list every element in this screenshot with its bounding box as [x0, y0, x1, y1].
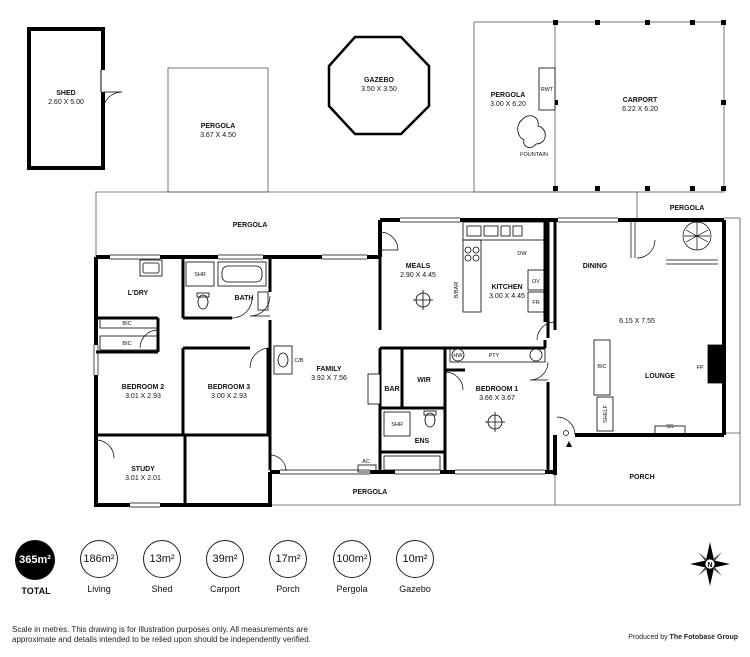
stat-carport-label: Carport	[209, 584, 240, 594]
stat-living: 186m² Living	[80, 540, 118, 594]
ac-label: AC	[362, 459, 370, 465]
pergola-top-right-label: PERGOLA	[491, 92, 526, 99]
bic-label-bed2: BIC	[122, 341, 131, 347]
family-label: FAMILY	[316, 366, 341, 373]
pergola-main-label: PERGOLA	[233, 222, 268, 229]
bbar-label: B/BAR	[454, 282, 460, 299]
porch-label: PORCH	[629, 474, 654, 481]
stat-carport: 39m² Carport	[206, 540, 244, 594]
stat-total: 365m² TOTAL	[15, 540, 57, 596]
rwt-label: RWT	[541, 87, 554, 93]
tree-icon	[682, 221, 712, 251]
shelf-label: SHELF	[603, 404, 609, 422]
meals-label: MEALS	[406, 263, 431, 270]
compass-letter: N	[707, 562, 712, 569]
family-dims: 3.92 X 7.56	[311, 375, 347, 382]
meals-dims: 2.90 X 4.45	[400, 272, 436, 279]
shed-dims: 2.60 X 5.00	[48, 99, 84, 106]
stat-pergola-value: 100m²	[333, 540, 371, 578]
ens-label: ENS	[415, 438, 430, 445]
fixtures	[99, 221, 723, 473]
kitchen-dims: 3.00 X 4.45	[489, 293, 525, 300]
credit-brand: The Fotobase Group	[669, 634, 738, 641]
pty-label: PTY	[489, 353, 500, 359]
stat-gazebo-label: Gazebo	[399, 584, 431, 594]
bedroom3-label: BEDROOM 3	[208, 384, 251, 391]
stat-shed: 13m² Shed	[143, 540, 181, 594]
study-label: STUDY	[131, 466, 155, 473]
laundry-label: L'DRY	[128, 290, 149, 297]
pergola-top-left-label: PERGOLA	[201, 123, 236, 130]
pergola-bottom-label: PERGOLA	[353, 489, 388, 496]
cb-label: C/B	[294, 358, 304, 364]
bic-label-lounge: BIC	[597, 364, 606, 370]
fp-label: FP	[696, 365, 703, 371]
lounge-dims: 6.15 X 7.55	[619, 318, 655, 325]
bath-label: BATH	[235, 295, 254, 302]
stat-porch-value: 17m²	[269, 540, 307, 578]
bedroom2-label: BEDROOM 2	[122, 384, 165, 391]
carport-dims: 6.22 X 6.20	[622, 106, 658, 113]
study-dims: 3.01 X 2.01	[125, 475, 161, 482]
wir-label: WIR	[417, 377, 431, 384]
gazebo-label: GAZEBO	[364, 77, 395, 84]
bedroom1-dims: 3.66 X 3.67	[479, 395, 515, 402]
shr-label-ens: SHR	[391, 422, 403, 428]
fountain-label: FOUNTAIN	[520, 152, 548, 158]
door-swings	[95, 231, 656, 472]
stat-shed-label: Shed	[151, 584, 173, 594]
stat-porch: 17m² Porch	[269, 540, 307, 594]
pergola-top-left: PERGOLA 3.67 X 4.50	[167, 67, 269, 193]
hw-label: HW	[453, 353, 463, 359]
stat-pergola-label: Pergola	[336, 584, 368, 594]
dw-label: DW	[517, 251, 527, 257]
bar-label: BAR	[384, 386, 399, 393]
stat-carport-value: 39m²	[206, 540, 244, 578]
bedroom1-label: BEDROOM 1	[476, 386, 519, 393]
shr-label-bath: SHR	[194, 272, 206, 278]
stat-porch-label: Porch	[276, 584, 300, 594]
stat-living-value: 186m²	[80, 540, 118, 578]
entry-arrow-icon	[563, 430, 572, 447]
carport-label: CARPORT	[623, 97, 658, 104]
stat-gazebo: 10m² Gazebo	[396, 540, 434, 594]
ss-label: SS	[666, 424, 674, 430]
area-summary: 365m² TOTAL 186m² Living 13m² Shed 39m² …	[0, 540, 750, 610]
disclaimer-text: Scale in metres. This drawing is for ill…	[12, 625, 311, 644]
pergola-top-right-dims: 3.00 X 6.20	[490, 101, 526, 108]
bedroom2-dims: 3.01 X 2.93	[125, 393, 161, 400]
pergola-top-left-dims: 3.67 X 4.50	[200, 132, 236, 139]
windows	[93, 217, 718, 508]
stat-total-value: 365m²	[15, 540, 55, 580]
credit-prefix: Produced by	[628, 634, 668, 641]
credit: Produced by The Fotobase Group	[628, 634, 738, 641]
dining-label: DINING	[583, 263, 608, 270]
ov-label: OV	[532, 279, 540, 285]
stat-pergola: 100m² Pergola	[333, 540, 371, 594]
stat-gazebo-value: 10m²	[396, 540, 434, 578]
stat-total-label: TOTAL	[21, 586, 51, 596]
shed: SHED 2.60 X 5.00	[27, 27, 123, 170]
floor-plan: SHED 2.60 X 5.00 PERGOLA 3.67 X 4.50 GAZ…	[27, 20, 741, 508]
stat-shed-value: 13m²	[143, 540, 181, 578]
gazebo-dims: 3.50 X 3.50	[361, 86, 397, 93]
stat-living-label: Living	[87, 584, 111, 594]
pergola-right-label: PERGOLA	[670, 205, 705, 212]
shed-label: SHED	[56, 90, 75, 97]
interior-walls	[96, 220, 557, 505]
compass-icon: N	[690, 542, 730, 586]
pergola-carport-block: RWT FOUNTAIN PERGOLA 3.00 X 6.20 CARPORT…	[473, 20, 726, 193]
kitchen-label: KITCHEN	[491, 284, 522, 291]
gazebo: GAZEBO 3.50 X 3.50	[327, 35, 431, 136]
bic-label-laundry: BIC	[122, 321, 131, 327]
fr-label: FR	[532, 300, 539, 306]
bedroom3-dims: 3.00 X 2.93	[211, 393, 247, 400]
lounge-label: LOUNGE	[645, 373, 675, 380]
